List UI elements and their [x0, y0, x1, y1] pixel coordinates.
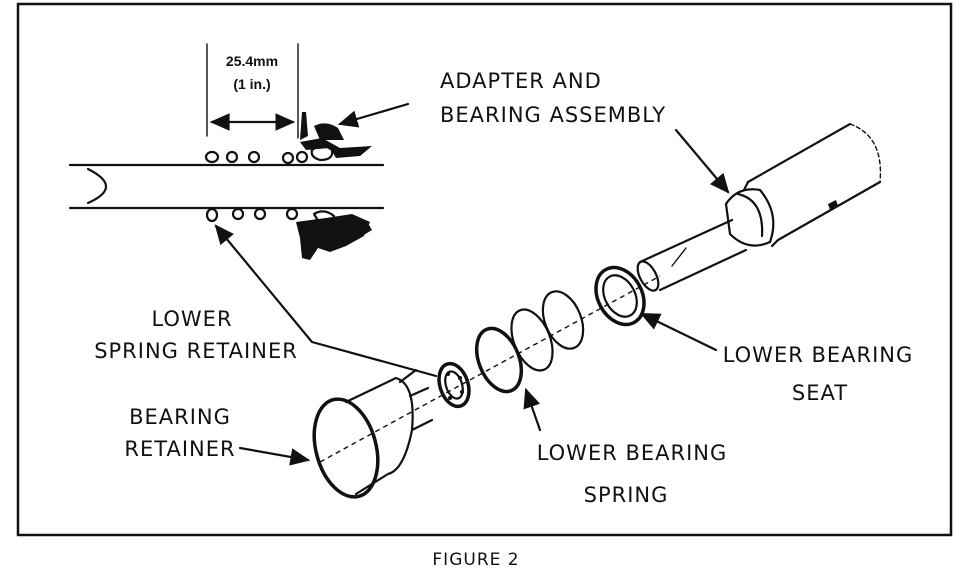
adapter-bearing-assembly — [636, 122, 882, 292]
label-lower-spring-retainer-line2: SPRING RETAINER — [94, 339, 298, 363]
lower-bearing-spring — [474, 290, 585, 394]
dimension-metric: 25.4mm — [226, 53, 278, 69]
label-bearing-retainer-line1: BEARING — [129, 405, 231, 429]
lower-spring-retainer — [437, 361, 471, 409]
label-lower-bearing-spring-line2: SPRING — [584, 483, 669, 507]
assembly-centerline — [319, 275, 661, 463]
leader-bearing-retainer — [238, 446, 311, 466]
leader-adapter-assembly — [674, 128, 730, 194]
label-lower-bearing-seat-line2: SEAT — [792, 381, 848, 405]
label-lower-bearing-spring-line1: LOWER BEARING — [537, 441, 728, 465]
leader-lower-bearing-seat — [640, 312, 718, 352]
lower-bearing-seat — [594, 265, 646, 327]
dimension-callout: 25.4mm (1 in.) — [206, 43, 299, 139]
bearing-retainer — [312, 368, 434, 499]
label-adapter-line2: BEARING ASSEMBLY — [440, 103, 666, 127]
cross-section-view: 25.4mm (1 in.) — [68, 43, 385, 260]
label-bearing-retainer-line2: RETAINER — [124, 437, 235, 461]
figure-caption: FIGURE 2 — [432, 550, 519, 570]
adapter-section-upper — [300, 112, 372, 162]
figure-border — [16, 2, 953, 537]
adapter-section-lower — [296, 210, 372, 260]
label-lower-spring-retainer-line1: LOWER — [151, 307, 232, 331]
shaft-end-cutaway — [86, 167, 107, 205]
leader-adapter — [337, 102, 410, 128]
dimension-imperial: (1 in.) — [233, 76, 270, 92]
leader-lower-bearing-spring — [523, 387, 542, 432]
lower-spring-coils — [205, 207, 299, 223]
label-adapter-line1: ADAPTER AND — [440, 69, 602, 93]
upper-spring-coils — [204, 150, 309, 165]
label-lower-bearing-seat-line1: LOWER BEARING — [723, 343, 914, 367]
leader-lower-spring-retainer — [214, 224, 438, 378]
